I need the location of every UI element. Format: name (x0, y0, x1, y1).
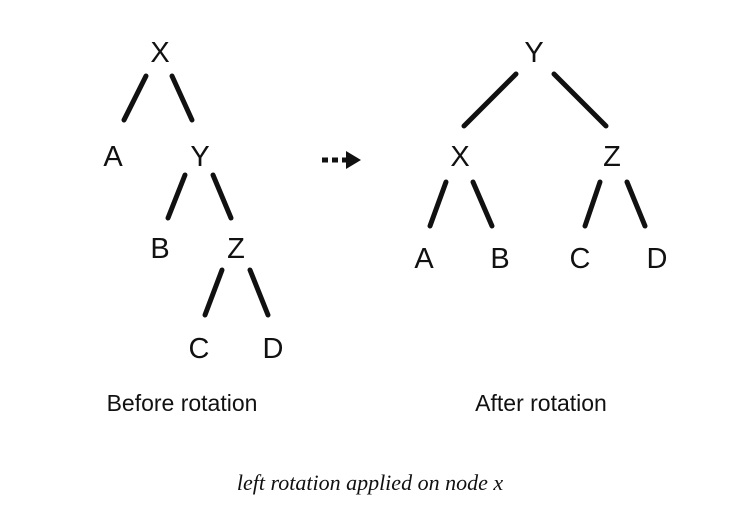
after-edge-y-x (461, 71, 519, 129)
after-edge-x-a (427, 179, 449, 229)
before-label: Before rotation (107, 390, 258, 416)
after-tree: Y X Z A B C D After rotation (414, 37, 667, 416)
before-node-right: Y (190, 141, 209, 173)
before-tree: X A Y B Z C D Before rotation (103, 37, 283, 416)
after-edge-y-z (551, 71, 609, 129)
after-edge-z-c (582, 179, 603, 229)
after-node-left: X (450, 141, 469, 173)
before-edge-x-y (169, 73, 195, 123)
before-node-right-right: Z (227, 233, 245, 265)
after-edge-x-b (470, 179, 495, 229)
after-label: After rotation (475, 390, 607, 416)
before-node-left: A (103, 141, 123, 173)
after-node-root: Y (524, 37, 543, 69)
before-edge-y-z (210, 172, 234, 221)
arrow-head (346, 151, 361, 169)
before-node-rr-left: C (189, 333, 210, 365)
before-node-right-left: B (150, 233, 169, 265)
after-node-left-left: A (414, 243, 434, 275)
after-node-right-right: D (647, 243, 668, 275)
after-edge-z-d (624, 179, 648, 229)
after-node-right: Z (603, 141, 621, 173)
figure-caption: left rotation applied on node x (237, 470, 503, 495)
before-edge-x-a (121, 73, 149, 123)
before-edge-z-d (247, 267, 271, 318)
after-node-right-left: C (570, 243, 591, 275)
after-node-left-right: B (490, 243, 509, 275)
dotted-right-arrow-icon (322, 151, 361, 169)
before-edge-z-c (202, 267, 225, 318)
before-node-root: X (150, 37, 169, 69)
before-edge-y-b (165, 172, 188, 221)
before-node-rr-right: D (263, 333, 284, 365)
